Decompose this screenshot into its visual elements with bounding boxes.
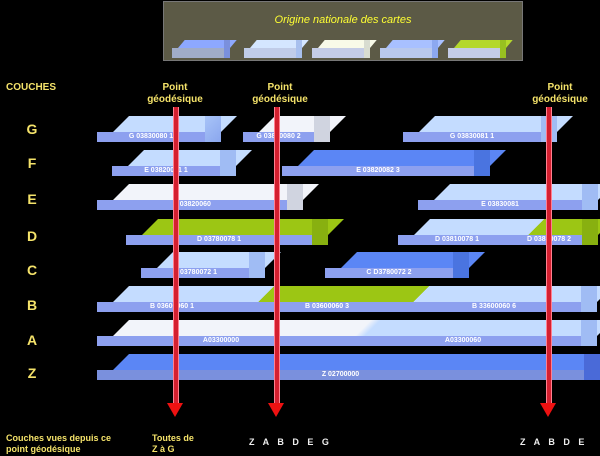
layer-label-e: E	[27, 191, 37, 207]
legend-swatch-5	[448, 40, 513, 58]
legend-swatch-2	[244, 40, 309, 58]
legend-swatch-1	[172, 40, 237, 58]
point-2-visible-layers: Z A B D E G	[249, 437, 332, 447]
map-g2: G 03830080 2	[243, 116, 346, 146]
legend-swatch-3	[312, 40, 377, 58]
geodesic-line-3	[546, 107, 552, 405]
map-e1: E 03820060	[97, 184, 319, 214]
geodesic-line-2	[274, 107, 280, 405]
map-b: B 03600060 1 B 03600060 3 B 33600060 6	[97, 286, 600, 316]
map-g1: G 03830080 1	[97, 116, 237, 146]
layer-label-z: Z	[27, 365, 37, 381]
layer-label-g: G	[26, 121, 38, 137]
legend-swatch-4	[380, 40, 445, 58]
map-d2: D 03810078 1 D 03810078 2	[398, 219, 600, 249]
map-b3-label: B 33600060 6	[472, 303, 516, 310]
map-a1-label: A03300000	[202, 337, 240, 344]
geodesic-line-1	[173, 107, 179, 405]
couches-header: COUCHES	[6, 82, 57, 93]
arrow-down-icon	[540, 403, 556, 417]
map-c1: C 03780072 1	[141, 252, 281, 282]
map-b2-label: B 03600060 3	[305, 303, 349, 310]
layer-label-a: A	[26, 332, 38, 348]
layer-label-b: B	[26, 297, 38, 313]
map-g3: G 03830081 1	[403, 116, 573, 146]
map-a2-label: A03300060	[444, 337, 482, 344]
arrow-down-icon	[268, 403, 284, 417]
map-a: A03300000 A03300060	[97, 320, 600, 350]
map-z: Z 02700000	[97, 354, 600, 384]
map-b1-label: B 03600060 1	[150, 303, 194, 310]
legend-box: Origine nationale des cartes	[163, 1, 523, 61]
map-f2: E 03820082 3	[282, 150, 506, 180]
map-d2-label: D 03810078 1	[435, 236, 479, 243]
arrow-down-icon	[167, 403, 183, 417]
map-e2: E 03830081	[418, 184, 600, 214]
point-3-visible-layers: Z A B D E	[520, 437, 588, 447]
layer-label-d: D	[26, 228, 38, 244]
map-f1: E 03820081 1	[112, 150, 252, 180]
legend-title: Origine nationale des cartes	[274, 14, 412, 26]
layer-label-f: F	[27, 155, 37, 171]
map-d1: D 03780078 1	[126, 219, 344, 249]
layer-label-c: C	[26, 262, 38, 278]
map-c2: C D3780072 2	[325, 252, 485, 282]
